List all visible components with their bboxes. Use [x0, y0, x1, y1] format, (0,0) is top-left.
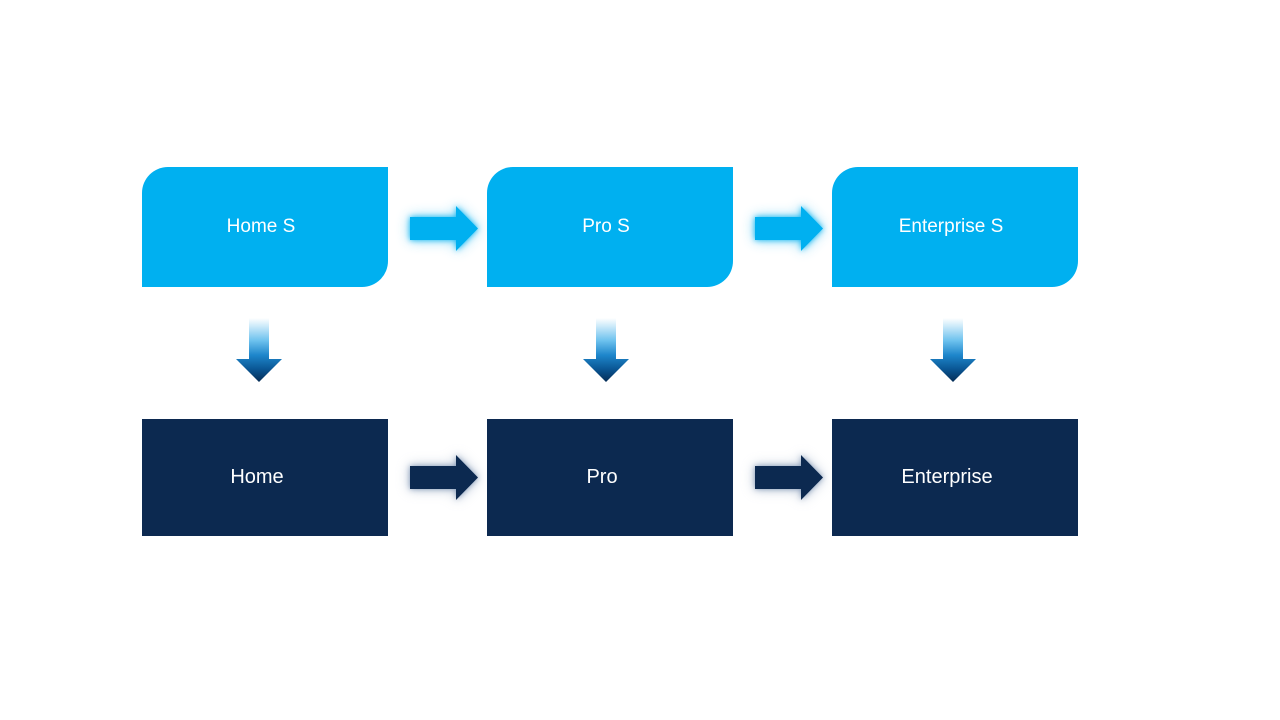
node-label: Enterprise [901, 466, 993, 488]
node-pro: Pro [487, 419, 733, 536]
down-arrow-icon [583, 318, 629, 382]
node-home: Home [142, 419, 388, 536]
node-label: Pro S [582, 216, 630, 237]
right-arrow-icon [410, 206, 478, 251]
node-label: Home S [226, 216, 296, 237]
node-enterprise: Enterprise [832, 419, 1078, 536]
node-home-s: Home S [142, 167, 388, 287]
right-arrow-icon [755, 206, 823, 251]
down-arrow-icon [236, 318, 282, 382]
down-arrow-icon [930, 318, 976, 382]
node-enterprise-s: Enterprise S [832, 167, 1078, 287]
right-arrow-icon [410, 455, 478, 500]
node-label: Enterprise S [898, 216, 1004, 237]
node-pro-s: Pro S [487, 167, 733, 287]
node-label: Home [230, 466, 284, 488]
right-arrow-icon [755, 455, 823, 500]
node-label: Pro [586, 466, 618, 488]
